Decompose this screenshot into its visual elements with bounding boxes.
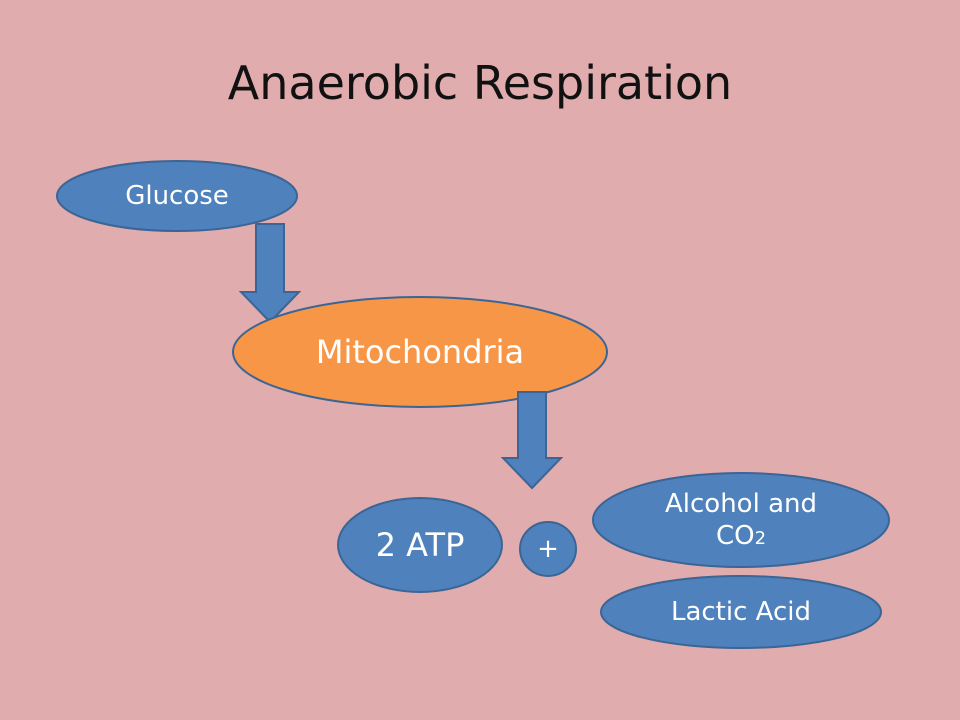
mitochondria-oval [232, 296, 608, 408]
co2-subscript: 2 [754, 528, 767, 549]
mitochondria-label: Mitochondria [233, 297, 607, 407]
atp-oval [337, 497, 503, 593]
plus-circle [519, 521, 577, 577]
alcohol-line1-text: Alcohol and [664, 488, 817, 519]
glucose-oval [56, 160, 298, 232]
alcohol-co2-oval [592, 472, 890, 568]
co-text: CO [715, 521, 755, 551]
lactic-acid-text: Lactic Acid [670, 596, 812, 627]
alcohol-co2-label: Alcohol and CO2 [593, 473, 889, 567]
arrow-mitochondria-to-products [500, 391, 564, 490]
atp-label: 2 ATP [338, 498, 502, 592]
lactic-acid-label: Lactic Acid [601, 576, 881, 648]
lactic-acid-oval [600, 575, 882, 649]
glucose-text: Glucose [125, 180, 229, 211]
co2-text: CO2 [716, 520, 766, 553]
slide-title: Anaerobic Respiration [227, 56, 733, 110]
mitochondria-text: Mitochondria [315, 333, 525, 371]
arrow-glucose-to-mitochondria [238, 223, 302, 324]
plus-label: + [520, 522, 576, 576]
plus-text: + [537, 533, 559, 564]
atp-text: 2 ATP [375, 526, 465, 564]
glucose-label: Glucose [57, 161, 297, 231]
